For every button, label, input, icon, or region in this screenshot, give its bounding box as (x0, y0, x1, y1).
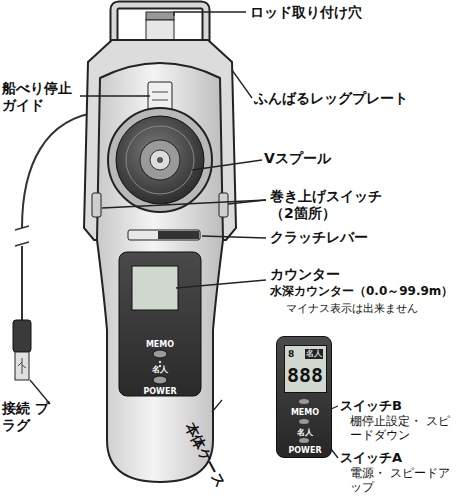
button-label: 名人 (297, 429, 313, 437)
part-name: ロッド取り付け穴 (250, 4, 362, 21)
switch-name: スイッチA (340, 450, 402, 466)
button-knob (299, 399, 309, 404)
button-label: MEMO (291, 409, 319, 417)
v-spool (108, 108, 212, 212)
button-label: MEMO (146, 340, 174, 350)
lcd-indicator: 8 (288, 350, 294, 359)
usb-plug (13, 320, 31, 380)
part-name: 水深カウンター（0.0～99.9m） (270, 284, 453, 298)
counter-closeup-panel: 8 名人 888MEMO 名人 POWER (276, 336, 332, 458)
clutch-lever (128, 230, 200, 240)
winding-switch (92, 193, 101, 217)
button-label: POWER (288, 447, 321, 455)
winding-switch (219, 193, 228, 217)
part-name: 巻き上げスイッチ （2箇所） (270, 188, 410, 222)
switch-function: 電源・ スピードアップ (350, 466, 460, 495)
part-name: カウンター (270, 266, 340, 283)
button-label: 名人 (152, 365, 168, 375)
part-name: Vスプール (264, 150, 331, 167)
lcd-indicator: 名人 (305, 349, 323, 359)
part-name: クラッチレバー (270, 229, 368, 246)
switch-function: 棚停止設定・ スピードダウン (350, 414, 460, 443)
body-case (97, 63, 223, 482)
button-knob (299, 438, 309, 443)
button-knob (299, 419, 309, 424)
counter-panel (119, 252, 201, 396)
part-name: 船べり停止 ガイド (2, 80, 82, 114)
switch-name: スイッチB (340, 398, 402, 414)
button-label: POWER (143, 387, 176, 397)
part-name: ふんばるレッグプレート (254, 90, 408, 107)
note: マイナス表示は出来ません (286, 302, 418, 315)
lcd-digits: 888 (287, 365, 323, 385)
part-name: 接続 プラグ (2, 400, 52, 434)
